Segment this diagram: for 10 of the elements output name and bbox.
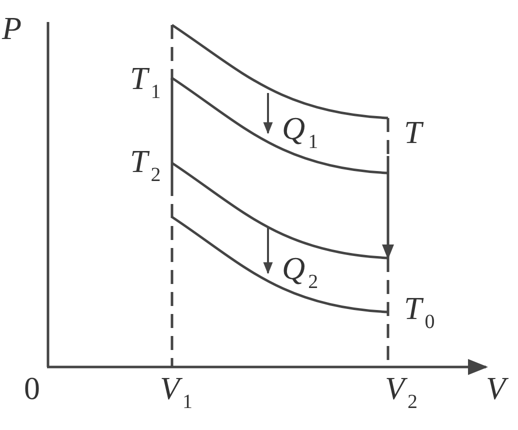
temperature-label: T$_{1}$: [130, 62, 161, 102]
axis-tick-label: V$_{1}$: [160, 372, 193, 412]
axis-label: P: [2, 12, 22, 44]
origin-label: 0: [24, 372, 40, 404]
heat-label: Q$_{2}$: [282, 252, 318, 292]
temperature-label: T$_{2}$: [130, 145, 161, 185]
temperature-label: T: [404, 116, 422, 148]
temperature-label: T$_{0}$: [404, 292, 435, 332]
heat-label: Q$_{1}$: [282, 112, 318, 152]
axis-tick-label: V$_{2}$: [385, 372, 418, 412]
